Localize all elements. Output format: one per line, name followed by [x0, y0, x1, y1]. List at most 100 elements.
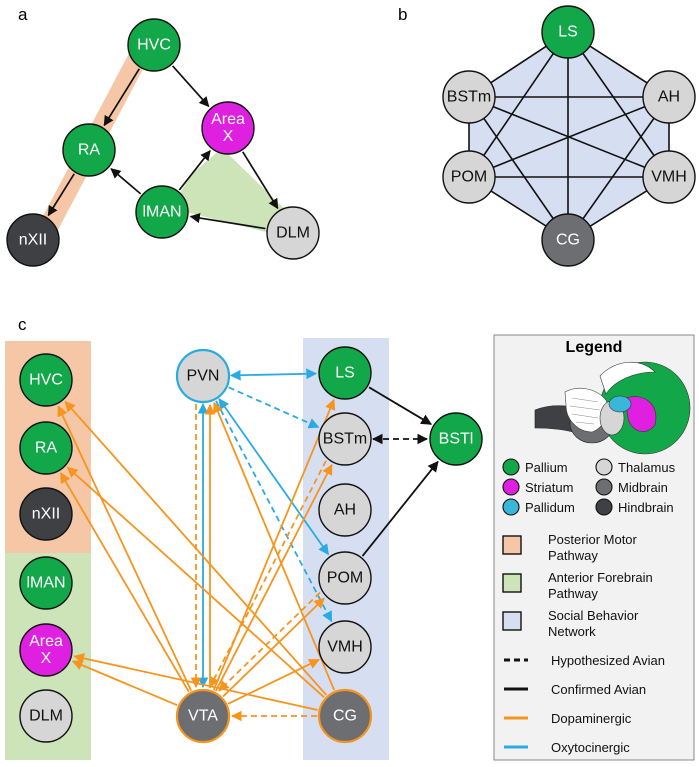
- brain-illustration: [534, 361, 691, 455]
- panel-c-integrated-network: HVCRAnXIIlMANAreaXDLMPVNVTALSBSTmAHPOMVM…: [5, 338, 483, 760]
- panel-c-node-label: nXII: [32, 506, 60, 523]
- panel-b-node-ls: LS: [541, 5, 595, 59]
- panel-b-edge-ah-cg: [567, 96, 670, 241]
- panel-c-edge-oxy-pvn-to-ls: [229, 368, 318, 381]
- panel-b-edge-ls-vmh: [567, 31, 670, 178]
- legend-line-solid-orange: Dopaminergic: [504, 711, 632, 726]
- panel-b-node-label: LS: [558, 24, 578, 41]
- legend-line-solid-blue: Oxytocinergic: [504, 740, 630, 755]
- legend-line-label: Hypothesized Avian: [551, 653, 665, 668]
- panel-c-node-label: POM: [327, 570, 363, 587]
- legend-line-label: Dopaminergic: [551, 711, 632, 726]
- panel-c-node-label: AH: [334, 502, 356, 519]
- panel-a-node-iman: lMAN: [135, 185, 189, 239]
- panel-c-node-label: HVC: [29, 372, 63, 389]
- panel-c-node-label: CG: [333, 708, 357, 725]
- panel-c-node-nxii: nXII: [19, 487, 73, 541]
- panel-a-node-label: RA: [78, 142, 101, 159]
- panel-b-node-bstm: BSTm: [442, 70, 496, 124]
- panel-c-node-ra: RA: [19, 421, 73, 475]
- panel-a-node-ra: RA: [62, 123, 116, 177]
- legend-region-pallium: Pallium: [502, 458, 568, 476]
- panel-a-edge-areax-to-dlm: [242, 151, 279, 210]
- panel-b-edge-cg-bstm: [468, 96, 569, 241]
- panel-b-edge-vmh-bstm: [468, 96, 670, 178]
- panel-a-edge-ra-to-nxii: [47, 173, 75, 217]
- legend-pathway-label: Pathway: [548, 586, 598, 601]
- panel-b-social-behavior-network: LS AH VMH CG POM BSTm: [442, 5, 696, 267]
- legend-region-hindbrain: Hindbrain: [595, 498, 674, 516]
- panel-c-node-label: Area: [29, 633, 63, 650]
- panel-b-node-ah: AH: [642, 70, 696, 124]
- legend-region-thalamus: Thalamus: [595, 458, 676, 476]
- panel-a-node-label: nXII: [19, 232, 47, 249]
- legend-region-label: Striatum: [525, 480, 573, 495]
- panel-a-edge-iman-to-areax: [178, 150, 211, 191]
- panel-c-edge-confirmed-pom-to-bstl: [361, 460, 439, 557]
- panel-letter-c: c: [18, 315, 27, 334]
- legend-pathway-label: Posterior Motor: [548, 532, 638, 547]
- legend-pathway-label: Anterior Forebrain: [548, 570, 653, 585]
- legend-line-solid-black: Confirmed Avian: [504, 682, 646, 697]
- panel-c-node-hvc: HVC: [19, 353, 73, 407]
- panel-c-edge-confirmed-ls-to-bstl: [368, 386, 433, 425]
- panel-c-node-label: BSTl: [439, 431, 474, 448]
- panel-b-node-label: VMH: [651, 169, 687, 186]
- social-behavior-hexagon: [468, 31, 670, 241]
- panel-b-node-label: AH: [658, 89, 680, 106]
- panel-a-node-label: lMAN: [142, 204, 181, 221]
- panel-c-node-label: VTA: [188, 708, 218, 725]
- panel-c-edge-oxy-pvn-to-pom: [218, 398, 330, 556]
- panel-c-node-bstm: BSTm: [318, 412, 372, 466]
- panel-c-edge-dopa-cg-to-pvn: [212, 401, 336, 691]
- panel-c-node-label: LS: [335, 365, 355, 382]
- panel-c-node-label: lMAN: [26, 575, 65, 592]
- legend-line-label: Oxytocinergic: [551, 740, 630, 755]
- panel-c-node-ls: LS: [318, 346, 372, 400]
- panel-a-node-dlm: DLM: [266, 206, 320, 260]
- panel-b-node-cg: CG: [541, 213, 595, 267]
- legend-pathway-label: Social Behavior: [548, 608, 639, 623]
- panel-c-edge-dopa-bstm-to-vta: [209, 460, 327, 688]
- panel-a-edge-dlm-to-iman: [189, 213, 266, 230]
- legend-region-pallidum: Pallidum: [502, 498, 575, 516]
- panel-c-node-iman: lMAN: [19, 556, 73, 610]
- panel-c-edge-dopa-vta-to-ra: [59, 472, 190, 693]
- panel-c-edge-dopa-vta-to-bstm: [214, 463, 333, 692]
- panel-c-edge-dopa-vta-to-pom: [222, 597, 325, 698]
- panel-c-node-label: X: [41, 650, 52, 667]
- panel-b-node-label: CG: [556, 232, 580, 249]
- panel-c-node-label: PVN: [187, 368, 220, 385]
- anterior-forebrain-region: [170, 148, 298, 238]
- legend-line-label: Confirmed Avian: [551, 682, 646, 697]
- panel-b-node-label: POM: [451, 169, 487, 186]
- panel-a-edge-hvc-to-areax: [171, 65, 210, 108]
- legend-region-midbrain: Midbrain: [595, 478, 668, 496]
- panel-c-edge-dopa-vta-to-areax: [71, 660, 178, 706]
- panel-a-node-label: Area: [211, 111, 245, 128]
- panel-c-edge-dopa-pom-to-vta: [218, 591, 321, 692]
- legend-line-dashed-black: Hypothesized Avian: [504, 653, 665, 668]
- panel-c-edge-oxy-pvn-to-vmh: [215, 400, 333, 623]
- legend-region-label: Hindbrain: [618, 500, 674, 515]
- panel-b-node-vmh: VMH: [642, 150, 696, 204]
- panel-c-node-dlm: DLM: [19, 689, 73, 743]
- panel-a-node-hvc: HVC: [127, 18, 181, 72]
- panel-c-node-ah: AH: [318, 483, 372, 537]
- legend-pathway-label: Network: [548, 624, 596, 639]
- panel-c-node-pom: POM: [318, 551, 372, 605]
- panel-a-edge-hvc-to-ra: [103, 68, 140, 127]
- panel-a-node-label: DLM: [276, 225, 310, 242]
- panel-c-node-label: DLM: [29, 708, 63, 725]
- panel-letter-a: a: [18, 5, 28, 24]
- panel-a-node-label: HVC: [137, 37, 171, 54]
- panel-a-node-label: X: [223, 128, 234, 145]
- legend-region-label: Thalamus: [618, 460, 676, 475]
- panel-letter-b: b: [398, 5, 407, 24]
